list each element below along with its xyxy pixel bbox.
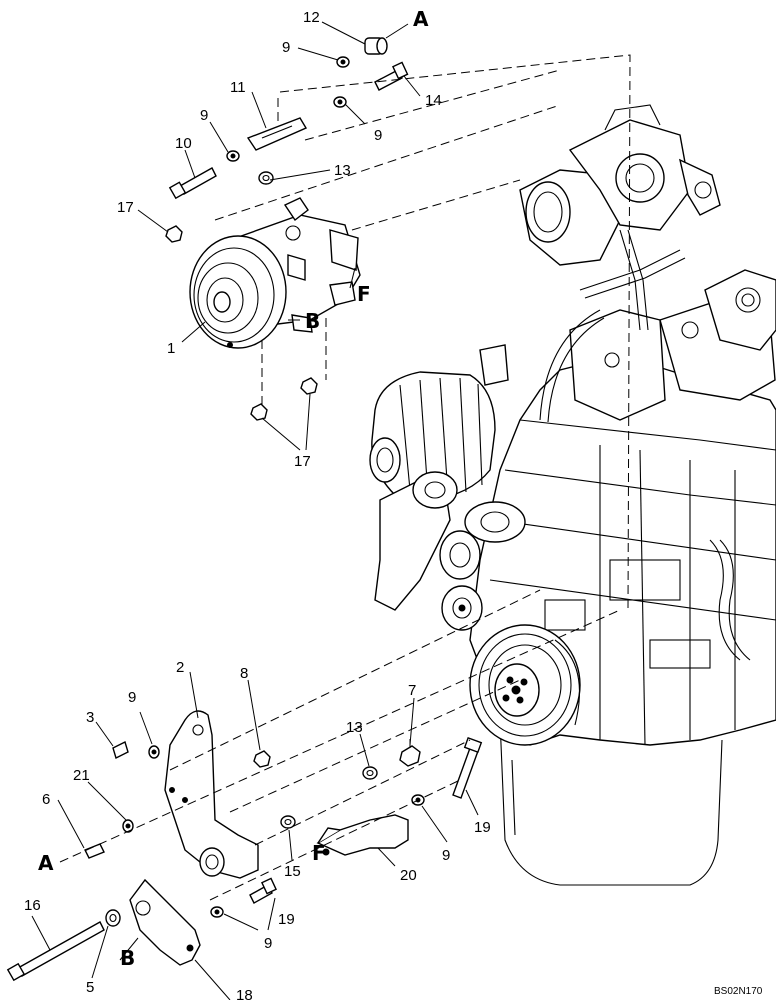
- callout-5: 5: [86, 979, 94, 996]
- alternator: [369, 344, 509, 501]
- callout-2: 2: [176, 659, 184, 676]
- callout-19: 19: [278, 911, 295, 928]
- reference-letter-a: A: [413, 7, 429, 31]
- adjusting-link: [246, 117, 308, 151]
- callout-16: 16: [24, 897, 41, 914]
- callout-13: 13: [334, 162, 351, 179]
- callout-17: 17: [117, 199, 134, 216]
- drawing-code: BS02N170: [714, 986, 763, 997]
- bolt: [374, 69, 403, 91]
- callout-8: 8: [240, 665, 248, 682]
- upper-hardware: [165, 37, 409, 421]
- callout-12: 12: [303, 9, 320, 26]
- reference-letter-b: B: [120, 946, 135, 970]
- mounting-bracket: [164, 710, 259, 879]
- callout-6: 6: [42, 791, 50, 808]
- callout-9: 9: [442, 847, 450, 864]
- turbocharger: [519, 104, 721, 331]
- lower-hardware: [6, 710, 483, 982]
- ac-compressor: [189, 197, 361, 349]
- callout-10: 10: [175, 135, 192, 152]
- callout-3: 3: [86, 709, 94, 726]
- belt-pulleys: [374, 471, 526, 631]
- reference-letters: A F B A F B: [38, 7, 429, 970]
- leader-lines: [31, 21, 479, 1000]
- crankshaft-pulley: [469, 624, 581, 746]
- reference-letter-f: F: [312, 841, 326, 865]
- alignment-lines: [59, 54, 631, 901]
- callout-14: 14: [425, 92, 442, 109]
- reference-letter-f: F: [357, 282, 371, 306]
- callout-9: 9: [282, 39, 290, 56]
- callout-11: 11: [230, 79, 246, 96]
- engine-illustration: [369, 104, 776, 886]
- callout-numbers: 12 9 11 14 9 9 10 13 17 1 17 2 8 7 9 3 1…: [24, 9, 491, 1000]
- long-bolt: [17, 921, 105, 977]
- callout-15: 15: [284, 863, 301, 880]
- callout-21: 21: [73, 767, 90, 784]
- callout-20: 20: [400, 867, 417, 884]
- strap-bracket: [316, 814, 409, 856]
- callout-7: 7: [408, 682, 416, 699]
- callout-9: 9: [374, 127, 382, 144]
- lower-bracket: [129, 878, 201, 966]
- reference-letter-b: B: [305, 309, 320, 333]
- reference-letter-a: A: [38, 851, 54, 875]
- callout-19: 19: [474, 819, 491, 836]
- nut: [165, 225, 183, 243]
- callout-9: 9: [200, 107, 208, 124]
- callout-9: 9: [128, 689, 136, 706]
- callout-18: 18: [236, 987, 253, 1000]
- callout-1: 1: [167, 340, 175, 357]
- callout-13: 13: [346, 719, 363, 736]
- callout-17: 17: [294, 453, 311, 470]
- callout-9: 9: [264, 935, 272, 952]
